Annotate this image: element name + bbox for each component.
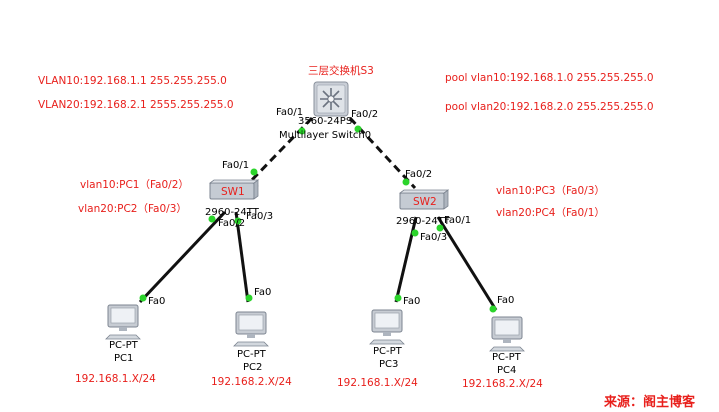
annotation-pool-vlan20: pool vlan20:192.168.2.0 255.255.255.0 <box>445 101 654 113</box>
port-label-pc1: Fa0 <box>148 296 165 307</box>
pc-icon <box>233 311 269 347</box>
annotation-sw1-vlan20: vlan20:PC2（Fa0/3） <box>78 203 187 215</box>
source-watermark: 来源：阁主博客 <box>603 394 696 410</box>
s3-name: Multilayer Switch0 <box>279 130 371 141</box>
port-dot-pc3 <box>394 294 402 302</box>
annotation-sw2-vlan10: vlan10:PC3（Fa0/3） <box>496 185 605 197</box>
port-label-pc4: Fa0 <box>497 295 514 306</box>
annotations: VLAN10:192.168.1.1 255.255.255.0 VLAN20:… <box>38 72 654 219</box>
pc-icon <box>105 304 141 340</box>
switch-icon <box>398 189 450 210</box>
port-label-sw2-fa03: Fa0/3 <box>420 232 447 243</box>
port-label-sw1-fa03: Fa0/3 <box>246 211 273 222</box>
pc3-name: PC3 <box>379 359 398 370</box>
port-dot-pc1 <box>139 294 147 302</box>
annotation-sw2-vlan20: vlan20:PC4（Fa0/1） <box>496 207 605 219</box>
port-dot-s3-fa02 <box>354 125 362 133</box>
port-label-sw2-fa01: Fa0/1 <box>444 215 471 226</box>
device-pc1[interactable]: PC-PT PC1 192.168.1.X/24 <box>75 304 156 385</box>
device-sw1[interactable]: SW1 2960-24TT <box>205 179 260 218</box>
port-label-s3-fa01: Fa0/1 <box>276 107 303 118</box>
pc1-name: PC1 <box>114 353 133 364</box>
port-label-sw1-fa01: Fa0/1 <box>222 160 249 171</box>
port-label-sw1-fa02: Fa0/2 <box>218 218 245 229</box>
port-dot-sw1-fa02 <box>208 215 216 223</box>
port-dot-pc4 <box>489 305 497 313</box>
pc1-type: PC-PT <box>109 340 139 351</box>
port-dot-sw1-fa03 <box>234 217 242 225</box>
port-label-pc2: Fa0 <box>254 287 271 298</box>
port-dot-s3-fa01 <box>298 127 306 135</box>
sw1-model: 2960-24TT <box>205 207 260 218</box>
multilayer-switch-icon <box>313 81 349 117</box>
device-pc2[interactable]: PC-PT PC2 192.168.2.X/24 <box>211 311 292 388</box>
link-sw1-pc2 <box>234 211 250 303</box>
pc-icon <box>489 316 525 352</box>
port-dot-sw2-fa02 <box>402 178 410 186</box>
links <box>138 116 498 311</box>
link-sw2-pc4 <box>436 216 498 311</box>
port-label-pc3: Fa0 <box>403 296 420 307</box>
pc1-ip: 192.168.1.X/24 <box>75 373 156 385</box>
annotation-vlan20-ip: VLAN20:192.168.2.1 2555.255.255.0 <box>38 99 234 111</box>
pc2-type: PC-PT <box>237 349 267 360</box>
port-label-sw2-fa02: Fa0/2 <box>405 169 432 180</box>
port-dot-sw2-fa01 <box>436 224 444 232</box>
sw2-label: SW2 <box>413 196 437 208</box>
pc3-type: PC-PT <box>373 346 403 357</box>
device-pc4[interactable]: PC-PT PC4 192.168.2.X/24 <box>462 316 543 390</box>
pc2-ip: 192.168.2.X/24 <box>211 376 292 388</box>
s3-model: 3560-24PS <box>298 116 352 127</box>
annotation-vlan10-ip: VLAN10:192.168.1.1 255.255.255.0 <box>38 75 227 87</box>
port-dot-pc2 <box>245 294 253 302</box>
sw2-model: 2960-24TT <box>396 216 451 227</box>
pc4-name: PC4 <box>497 365 516 376</box>
link-sw2-pc3 <box>394 216 418 303</box>
port-dot-sw2-fa03 <box>411 229 419 237</box>
link-sw1-pc1 <box>138 210 227 304</box>
pc-icon <box>369 309 405 345</box>
switch-icon <box>208 179 260 200</box>
pc2-name: PC2 <box>243 362 262 373</box>
s3-title: 三层交换机S3 <box>308 64 374 77</box>
pc4-type: PC-PT <box>492 352 522 363</box>
pc4-ip: 192.168.2.X/24 <box>462 378 543 390</box>
pc3-ip: 192.168.1.X/24 <box>337 377 418 389</box>
device-pc3[interactable]: PC-PT PC3 192.168.1.X/24 <box>337 309 418 389</box>
device-s3[interactable]: 三层交换机S3 3560-24PS Multilayer Switch0 <box>279 64 374 141</box>
port-dot-sw1-fa01 <box>250 168 258 176</box>
port-labels: Fa0/1 Fa0/2 Fa0/1 Fa0/2 Fa0/2 Fa0/3 Fa0/… <box>148 107 514 307</box>
device-sw2[interactable]: SW2 2960-24TT <box>396 189 451 227</box>
sw1-label: SW1 <box>221 186 245 198</box>
port-label-s3-fa02: Fa0/2 <box>351 109 378 120</box>
port-dots <box>139 125 497 313</box>
annotation-pool-vlan10: pool vlan10:192.168.1.0 255.255.255.0 <box>445 72 654 84</box>
annotation-sw1-vlan10: vlan10:PC1（Fa0/2） <box>80 179 189 191</box>
